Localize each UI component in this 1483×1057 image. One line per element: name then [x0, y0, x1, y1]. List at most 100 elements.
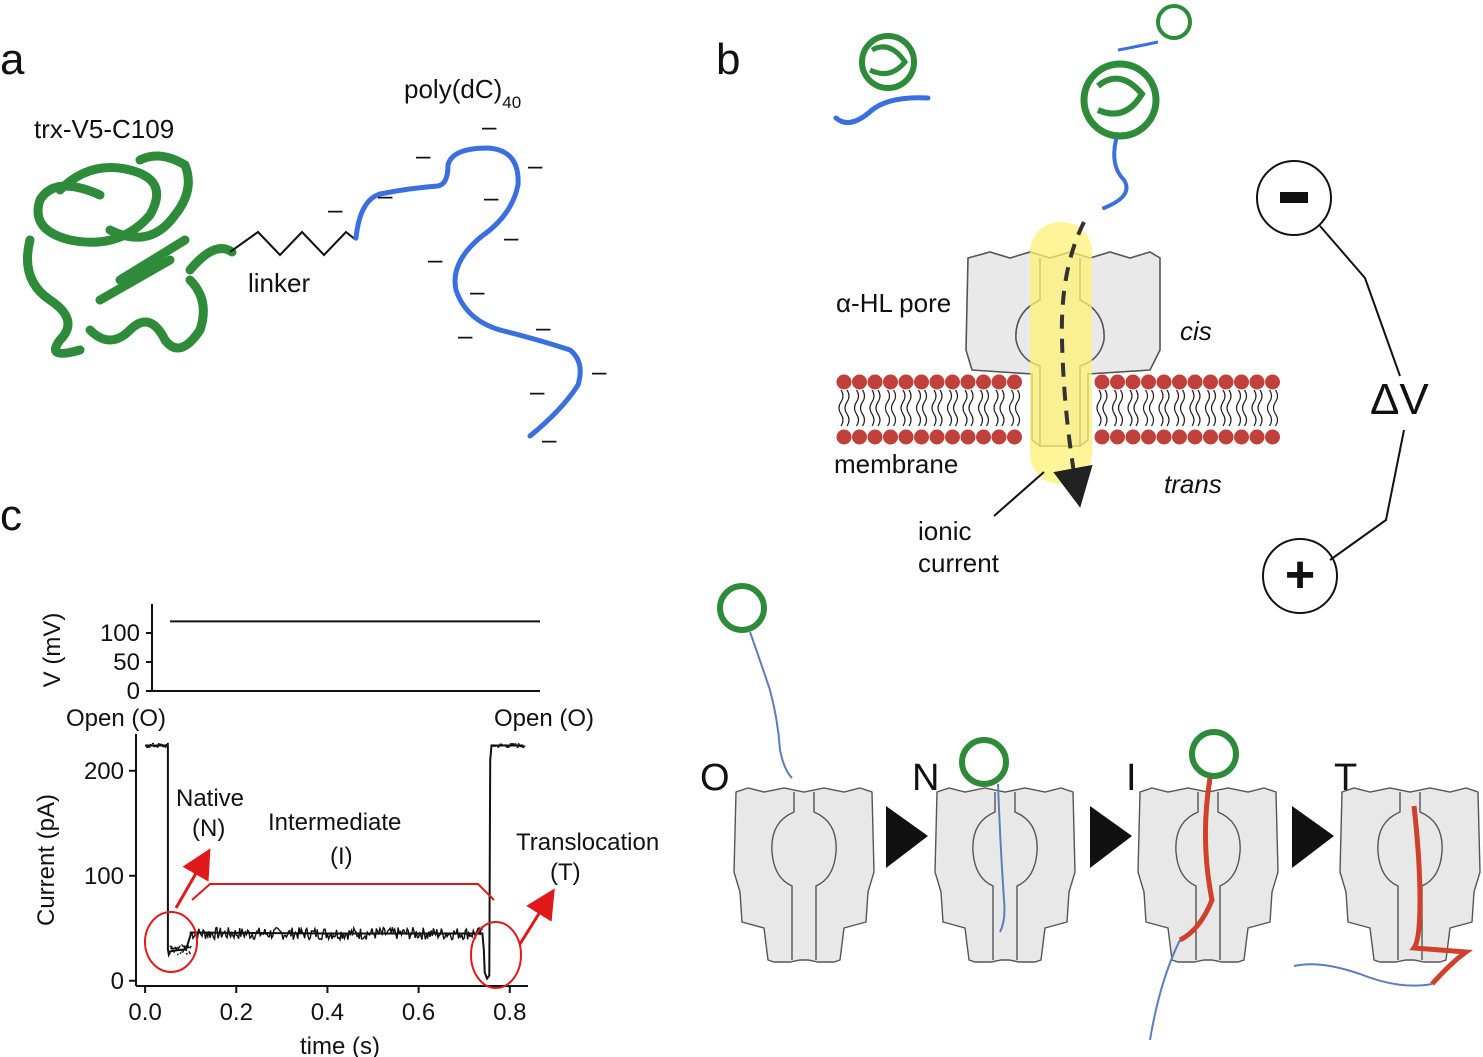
lipid-head — [1203, 429, 1218, 445]
lipid-head — [867, 429, 883, 445]
lipid-membrane — [836, 374, 1280, 445]
state-arrows — [886, 806, 1334, 868]
lipid-head — [852, 374, 867, 390]
state-letter: O — [700, 757, 730, 799]
lipid-head — [1125, 429, 1141, 445]
lipid-head — [1110, 429, 1125, 445]
lipid-tail — [962, 389, 974, 427]
current-trace — [145, 744, 524, 981]
panel-a: a trx-V5-C109 linker poly(dC)40 – – – – … — [0, 35, 607, 454]
translocation-arrow — [1053, 221, 1093, 508]
lipid-tail — [1158, 389, 1170, 427]
charge-minus: – — [416, 140, 431, 170]
lipid-head — [1094, 429, 1110, 445]
current-axis-label: Current (pA) — [33, 794, 60, 926]
charge-minus: – — [592, 356, 607, 386]
open-right-label: Open (O) — [494, 705, 594, 732]
x-tick-label: 0.4 — [311, 999, 344, 1026]
state-N-protein — [959, 737, 1009, 933]
lipid-head — [836, 374, 852, 390]
voltage-label: ΔV — [1370, 375, 1429, 424]
lipid-head — [991, 429, 1007, 445]
lipid-head — [929, 429, 945, 445]
state-O-protein — [717, 583, 793, 779]
lipid-head — [991, 374, 1007, 390]
linker-zigzag — [229, 230, 357, 257]
x-tick-label: 0.6 — [402, 999, 435, 1026]
translocation-label: Translocation — [516, 829, 659, 856]
lipid-head — [867, 374, 883, 390]
lipid-head — [883, 429, 898, 445]
state-letter: T — [1334, 757, 1357, 799]
charge-minus: – — [458, 320, 473, 350]
translocation-highlight-circle — [470, 921, 522, 989]
state-pore-icon — [733, 787, 875, 963]
charge-minus: – — [536, 312, 551, 342]
y-tick-label: 100 — [84, 863, 124, 890]
lipid-tail — [869, 389, 881, 427]
lipid-head — [898, 374, 914, 390]
lipid-tail — [1142, 389, 1155, 427]
intermediate-sub-label: (I) — [330, 843, 353, 870]
pore-label: α-HL pore — [836, 288, 951, 318]
plus-electrode-icon — [1262, 538, 1338, 614]
ionic-current-path — [1030, 222, 1092, 484]
lipid-head — [1234, 429, 1249, 445]
charge-minus: – — [328, 194, 343, 224]
lipid-head — [898, 429, 914, 445]
lipid-head — [1125, 374, 1141, 390]
lipid-head — [1141, 374, 1156, 390]
lipid-tail — [1173, 389, 1186, 427]
lipid-head — [1187, 374, 1203, 390]
lipid-tail — [1266, 389, 1279, 427]
state-letter: I — [1126, 757, 1137, 799]
lipid-tail — [1235, 389, 1248, 427]
translocation-arrow — [518, 888, 555, 945]
lipid-tail — [977, 389, 990, 427]
lipid-tail — [1189, 389, 1201, 427]
protein-label: trx-V5-C109 — [34, 114, 174, 144]
lipid-tail — [946, 389, 959, 427]
charge-minus: – — [530, 376, 545, 406]
state-pore-icon — [1339, 787, 1481, 963]
free-protein-1 — [833, 33, 931, 125]
intermediate-label: Intermediate — [268, 809, 401, 836]
charge-minus: – — [528, 150, 543, 180]
charge-minus: – — [470, 276, 485, 306]
arrow-right-icon — [1090, 806, 1132, 868]
panel-label-c: c — [0, 491, 22, 540]
charge-minus: – — [484, 182, 499, 212]
current-pointer-line — [993, 471, 1045, 517]
time-axis-label: time (s) — [300, 1033, 380, 1057]
lipid-head — [883, 374, 898, 390]
charge-minus: – — [482, 111, 497, 141]
lipid-head — [1110, 374, 1125, 390]
lipid-head — [1234, 374, 1249, 390]
ionic-current-label-2: current — [918, 548, 1000, 578]
lipid-head — [1249, 374, 1265, 390]
x-tick-label: 0.8 — [493, 999, 526, 1026]
panel-b: b α-HL pore cis membrane trans ionic — [700, 4, 1481, 1041]
y-tick-label: 200 — [84, 758, 124, 785]
state-pore-icon — [934, 787, 1076, 963]
lipid-head — [1156, 374, 1172, 390]
voltage-tick-label: 50 — [113, 649, 140, 676]
panel-label-a: a — [0, 35, 25, 84]
current-noise — [145, 742, 526, 956]
lipid-head — [945, 429, 960, 445]
trans-label: trans — [1164, 469, 1222, 499]
open-left-label: Open (O) — [66, 705, 166, 732]
protein-structure-icon — [23, 151, 237, 358]
lipid-head — [836, 429, 852, 445]
lipid-head — [976, 429, 991, 445]
plus-sign: + — [1285, 546, 1315, 604]
lipid-head — [1187, 429, 1203, 445]
native-highlight-circle — [144, 911, 198, 973]
arrow-right-icon — [1292, 806, 1334, 868]
native-label: Native — [176, 785, 244, 812]
lipid-head — [960, 429, 976, 445]
lipid-head — [960, 374, 976, 390]
voltage-axis-label: V (mV) — [39, 613, 66, 688]
